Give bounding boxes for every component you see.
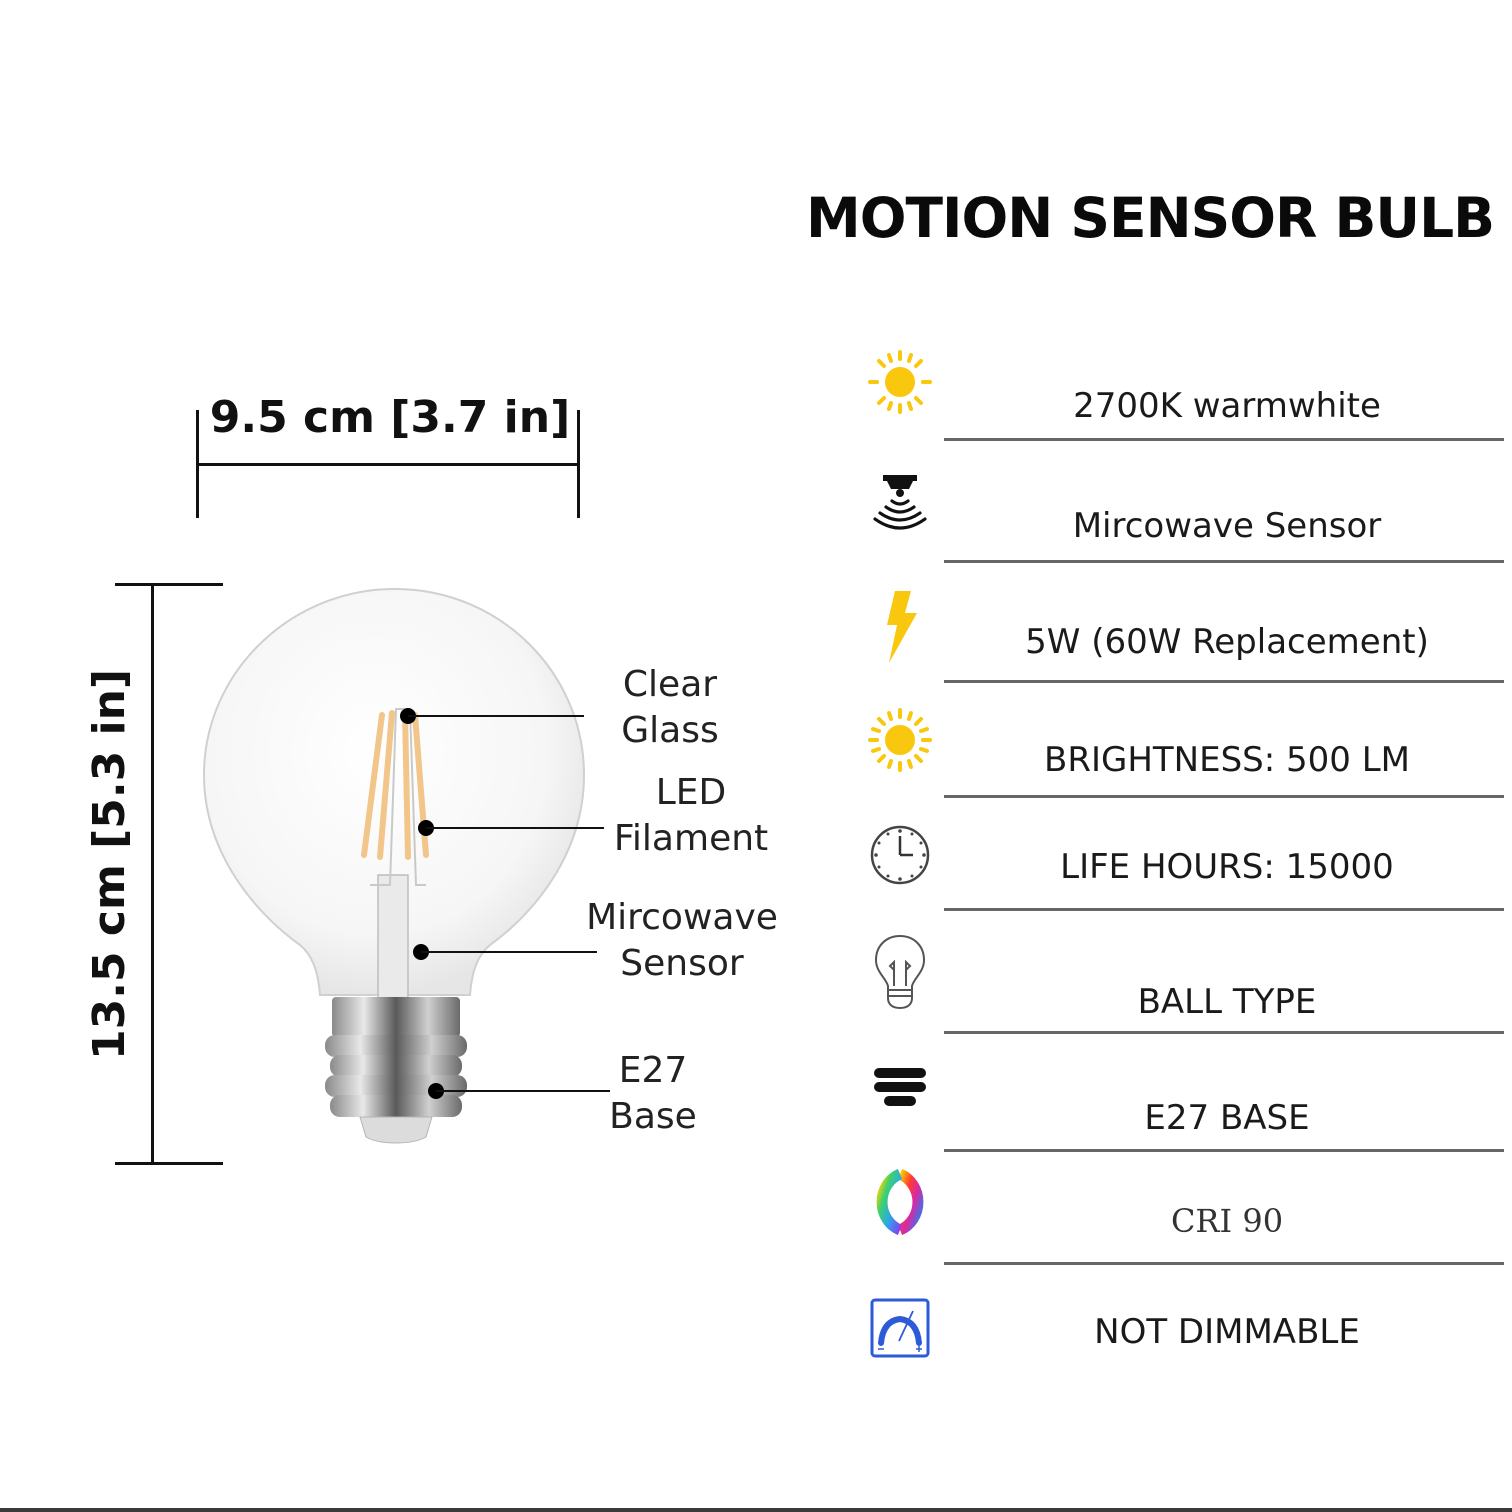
spec-row-dimmable: NOT DIMMABLE — [860, 1288, 1510, 1368]
callout-label-line1: Clear — [622, 664, 718, 705]
page-title: MOTION SENSOR BULB — [806, 186, 1495, 250]
width-dimension-tick-left — [196, 410, 199, 518]
sensor-icon — [860, 464, 940, 544]
spec-row-base: E27 BASE — [860, 1052, 1510, 1152]
callout-label-line2: Base — [609, 1096, 697, 1137]
divider — [944, 1262, 1504, 1265]
callout-e27-base: E27 Base — [603, 1048, 703, 1140]
callout-label-line1: E27 — [618, 1050, 688, 1091]
spec-row-color-temp: 2700K warmwhite — [860, 342, 1510, 442]
spec-text: LIFE HOURS: 15000 — [1060, 847, 1394, 887]
spec-row-life-hours: LIFE HOURS: 15000 — [860, 815, 1510, 915]
callout-clear-glass: Clear Glass — [600, 662, 740, 754]
callout-label-line2: Filament — [613, 818, 769, 859]
bottom-border — [0, 1508, 1512, 1512]
spec-text: 5W (60W Replacement) — [1025, 622, 1429, 662]
spec-text: Mircowave Sensor — [1072, 506, 1382, 546]
spec-row-bulb-type: BALL TYPE — [860, 930, 1510, 1035]
callout-line-glass — [408, 715, 584, 717]
spec-row-brightness: BRIGHTNESS: 500 LM — [860, 700, 1510, 800]
height-dimension-line — [151, 584, 154, 1164]
divider — [944, 1149, 1504, 1152]
bulb-image — [202, 587, 586, 1144]
width-dimension-line — [197, 463, 579, 466]
callout-label-line2: Sensor — [620, 943, 744, 984]
height-dimension-tick-top — [115, 583, 223, 586]
callout-line-filament — [426, 827, 604, 829]
callout-led-filament: LED Filament — [610, 770, 772, 862]
width-dimension-label: 9.5 cm [3.7 in] — [209, 392, 571, 443]
spec-row-wattage: 5W (60W Replacement) — [860, 582, 1510, 683]
color-ring-icon — [860, 1162, 940, 1242]
sun-icon — [860, 700, 940, 780]
spec-text: E27 BASE — [1144, 1098, 1310, 1138]
divider — [944, 1031, 1504, 1034]
bulb-outline-icon — [860, 932, 940, 1012]
divider — [944, 438, 1504, 441]
divider — [944, 680, 1504, 683]
divider — [944, 908, 1504, 911]
spec-text: 2700K warmwhite — [1073, 386, 1381, 426]
sun-icon — [860, 342, 940, 422]
spec-text: BALL TYPE — [1137, 982, 1317, 1022]
spec-text: CRI 90 — [1170, 1202, 1284, 1240]
height-dimension-tick-bottom — [115, 1162, 223, 1165]
callout-label-line1: Mircowave — [586, 897, 778, 938]
spec-text: NOT DIMMABLE — [1094, 1312, 1360, 1352]
callout-microwave-sensor: Mircowave Sensor — [582, 895, 782, 987]
spec-row-sensor: Mircowave Sensor — [860, 464, 1510, 564]
dimmer-icon — [860, 1288, 940, 1368]
spec-text: BRIGHTNESS: 500 LM — [1044, 740, 1410, 780]
clock-icon — [860, 815, 940, 895]
spec-row-cri: CRI 90 — [860, 1162, 1510, 1265]
divider — [944, 560, 1504, 563]
callout-label-line2: Glass — [621, 710, 719, 751]
filament — [361, 712, 385, 858]
callout-label-line1: LED — [655, 772, 727, 813]
callout-line-sensor — [421, 951, 597, 953]
lightning-icon — [860, 586, 940, 666]
callout-line-base — [436, 1090, 610, 1092]
divider — [944, 795, 1504, 798]
width-dimension-tick-right — [577, 410, 580, 518]
height-dimension-label: 13.5 cm [5.3 in] — [84, 668, 135, 1060]
base-icon — [860, 1052, 940, 1132]
